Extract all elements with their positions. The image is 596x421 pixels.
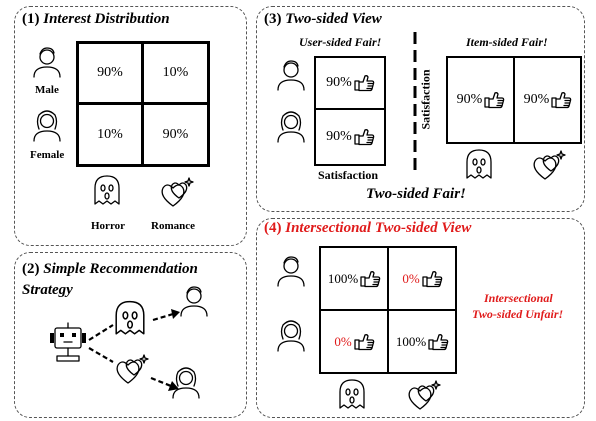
ghost-icon [115, 300, 145, 335]
female-user-icon [172, 367, 200, 399]
panel-two-sided-view [256, 6, 585, 212]
hearts-icon [161, 177, 194, 207]
panel2-title: (2) Simple Recommendation [22, 261, 198, 277]
grid-cell: 90% [316, 110, 384, 164]
thumbs-up-icon [360, 270, 381, 288]
male-user-icon [277, 60, 305, 91]
grid-cell: 0% [321, 311, 387, 372]
row-label-female: Female [30, 149, 65, 161]
panel3-title: (3) Two-sided View [264, 11, 382, 27]
satisfaction-side-label: Satisfaction [418, 69, 433, 130]
panel1-title: (1) Interest Distribution [22, 11, 170, 27]
robot-icon [50, 322, 86, 362]
ghost-icon [94, 175, 120, 205]
thumbs-up-icon [484, 91, 505, 109]
female-user-icon [277, 111, 305, 143]
row-label-male: Male [35, 84, 59, 96]
thumbs-up-icon [428, 333, 449, 351]
male-user-icon [33, 47, 61, 78]
female-user-icon [33, 110, 61, 142]
thumbs-up-icon [551, 91, 572, 109]
panel-interest-distribution [14, 6, 247, 246]
col-label-horror: Horror [91, 220, 126, 232]
item-sided-fair-label: Item-sided Fair! [466, 35, 548, 49]
panel4-title: (4) Intersectional Two-sided View [264, 220, 472, 236]
intersectional-verdict-line1: Intersectional [484, 291, 553, 305]
hearts-icon [533, 150, 566, 180]
male-user-icon [180, 286, 208, 317]
thumbs-up-icon [354, 74, 375, 92]
thumbs-up-icon [354, 128, 375, 146]
hearts-icon [408, 380, 441, 410]
grid-cell: 10% [162, 65, 189, 80]
user-sided-fair-label: User-sided Fair! [299, 35, 382, 49]
two-sided-fair-label: Two-sided Fair! [366, 186, 466, 202]
female-user-icon [277, 320, 305, 352]
panel-intersectional-view [256, 218, 585, 418]
male-user-icon [277, 256, 305, 287]
grid-cell: 100% [321, 248, 387, 309]
user-sided-grid [314, 56, 386, 166]
grid-cell: 10% [97, 126, 123, 142]
thumbs-up-icon [354, 333, 374, 351]
hearts-icon [116, 354, 149, 384]
grid-cell: 90% [97, 65, 123, 80]
panel2-title-line2: Strategy [22, 282, 73, 298]
ghost-icon [466, 149, 492, 179]
divider [413, 32, 417, 172]
thumbs-up-icon [422, 270, 442, 288]
recommend-arrows [88, 309, 180, 391]
ghost-icon [339, 379, 365, 409]
col-label-romance: Romance [151, 220, 195, 232]
grid-cell: 90% [515, 58, 580, 142]
intersectional-verdict-line2: Two-sided Unfair! [472, 307, 564, 321]
satisfaction-bottom-label: Satisfaction [318, 168, 378, 182]
grid-cell: 90% [448, 58, 513, 142]
grid-cell: 100% [389, 311, 455, 372]
grid-cell: 90% [162, 126, 189, 142]
grid-cell: 90% [316, 58, 384, 108]
grid-cell: 0% [389, 248, 455, 309]
panel-simple-recommendation [14, 252, 247, 418]
